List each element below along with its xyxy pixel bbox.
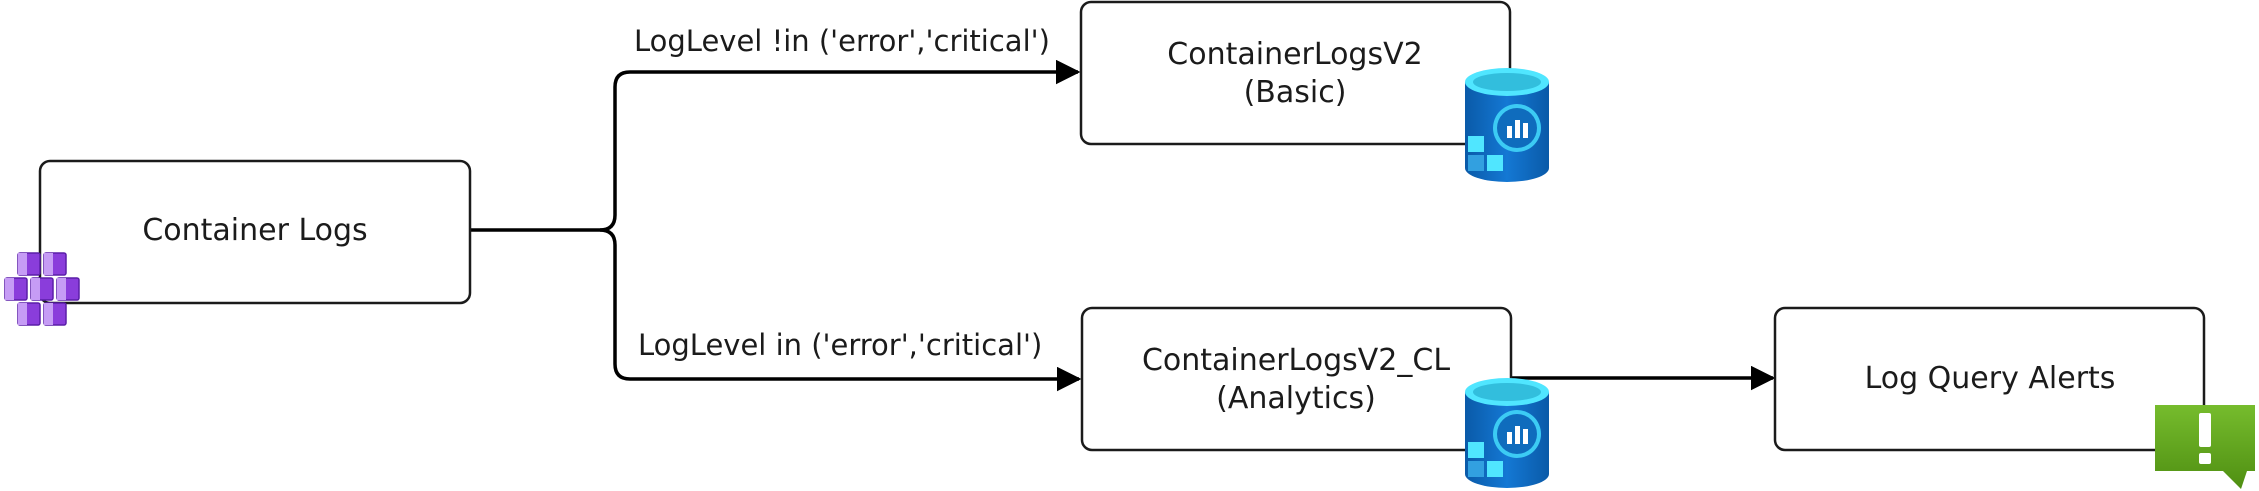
log-analytics-database-icon bbox=[1465, 378, 1549, 488]
kubernetes-cluster-icon bbox=[4, 252, 80, 326]
edge-label-to-analytics: LogLevel in ('error','critical') bbox=[638, 328, 1042, 362]
node-container-logs-label: Container Logs bbox=[142, 213, 367, 248]
node-analytics-table-plan: (Analytics) bbox=[1216, 381, 1376, 416]
node-log-query-alerts[interactable]: Log Query Alerts bbox=[1773, 306, 2206, 452]
connectors bbox=[470, 59, 1776, 392]
node-basic-table-name: ContainerLogsV2 bbox=[1167, 37, 1422, 72]
node-basic-table-plan: (Basic) bbox=[1244, 75, 1347, 110]
node-analytics-table-name: ContainerLogsV2_CL bbox=[1142, 343, 1450, 378]
node-analytics-table[interactable]: ContainerLogsV2_CL (Analytics) bbox=[1080, 306, 1513, 452]
node-container-logs[interactable]: Container Logs bbox=[38, 159, 472, 305]
connector-branch-to-analytics bbox=[599, 228, 1082, 392]
connector-branch-to-basic bbox=[599, 59, 1081, 232]
edge-label-to-basic: LogLevel !in ('error','critical') bbox=[634, 24, 1050, 58]
node-log-query-alerts-label: Log Query Alerts bbox=[1865, 361, 2116, 396]
node-basic-table[interactable]: ContainerLogsV2 (Basic) bbox=[1079, 0, 1512, 146]
alert-icon bbox=[2155, 405, 2255, 489]
log-analytics-database-icon bbox=[1465, 68, 1549, 182]
